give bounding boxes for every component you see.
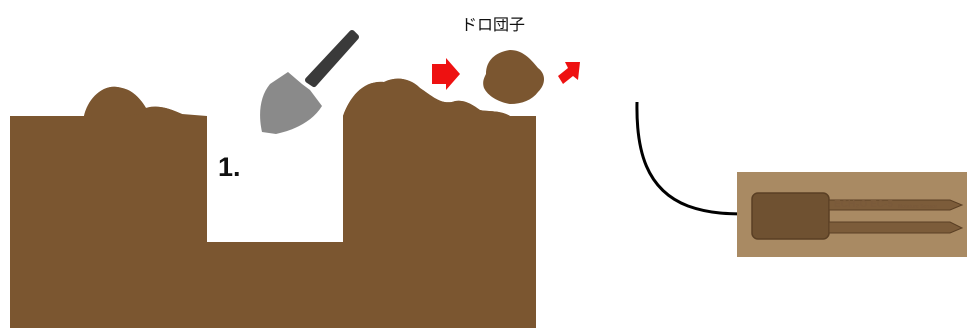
trowel-icon bbox=[260, 30, 359, 134]
sensor-prong-upper bbox=[828, 199, 964, 211]
sensor-subtitle-text: Moisture Sensor bbox=[898, 204, 937, 210]
soil-moisture-sensor: ECH₂O EC-5 Moisture Sensor bbox=[737, 172, 967, 257]
sensor-body bbox=[751, 192, 830, 240]
soil-mound-right bbox=[343, 78, 510, 116]
arrow-up-right-icon bbox=[558, 62, 580, 84]
mud-ball bbox=[483, 50, 544, 104]
trowel-blade bbox=[260, 72, 322, 134]
trowel-handle bbox=[305, 30, 359, 87]
soil-mound-left bbox=[84, 86, 182, 116]
mud-ball-label: ドロ団子 bbox=[461, 15, 526, 34]
soil-ground bbox=[10, 78, 536, 328]
sensor-cable bbox=[635, 101, 753, 216]
soil-body bbox=[10, 78, 536, 328]
sensor-brand-text: ECH₂O EC-5 bbox=[834, 199, 893, 210]
step-number-label: 1. bbox=[218, 152, 241, 182]
sensor-prong-lower bbox=[828, 221, 964, 234]
arrow-right-icon bbox=[432, 58, 460, 90]
